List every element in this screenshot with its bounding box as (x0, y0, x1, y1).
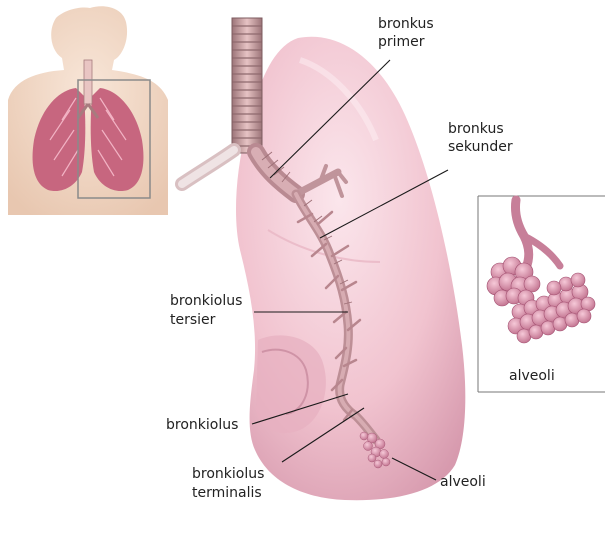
inset-alveoli-cluster (487, 257, 595, 343)
label-bronkiolus: bronkiolus (166, 417, 238, 433)
inset-alveoli-label: alveoli (509, 368, 555, 384)
label-alveoli: alveoli (440, 474, 486, 490)
label-bronkus-primer: bronkus primer (378, 16, 438, 50)
label-bronkiolus-terminalis: bronkiolus terminalis (192, 466, 269, 501)
lung (236, 37, 465, 500)
label-bronkus-sekunder: bronkus sekunder (448, 121, 513, 155)
alveoli-inset: alveoli (478, 196, 605, 392)
label-bronkiolus-tersier: bronkiolus tersier (170, 293, 247, 328)
torso-thumbnail (8, 6, 168, 215)
